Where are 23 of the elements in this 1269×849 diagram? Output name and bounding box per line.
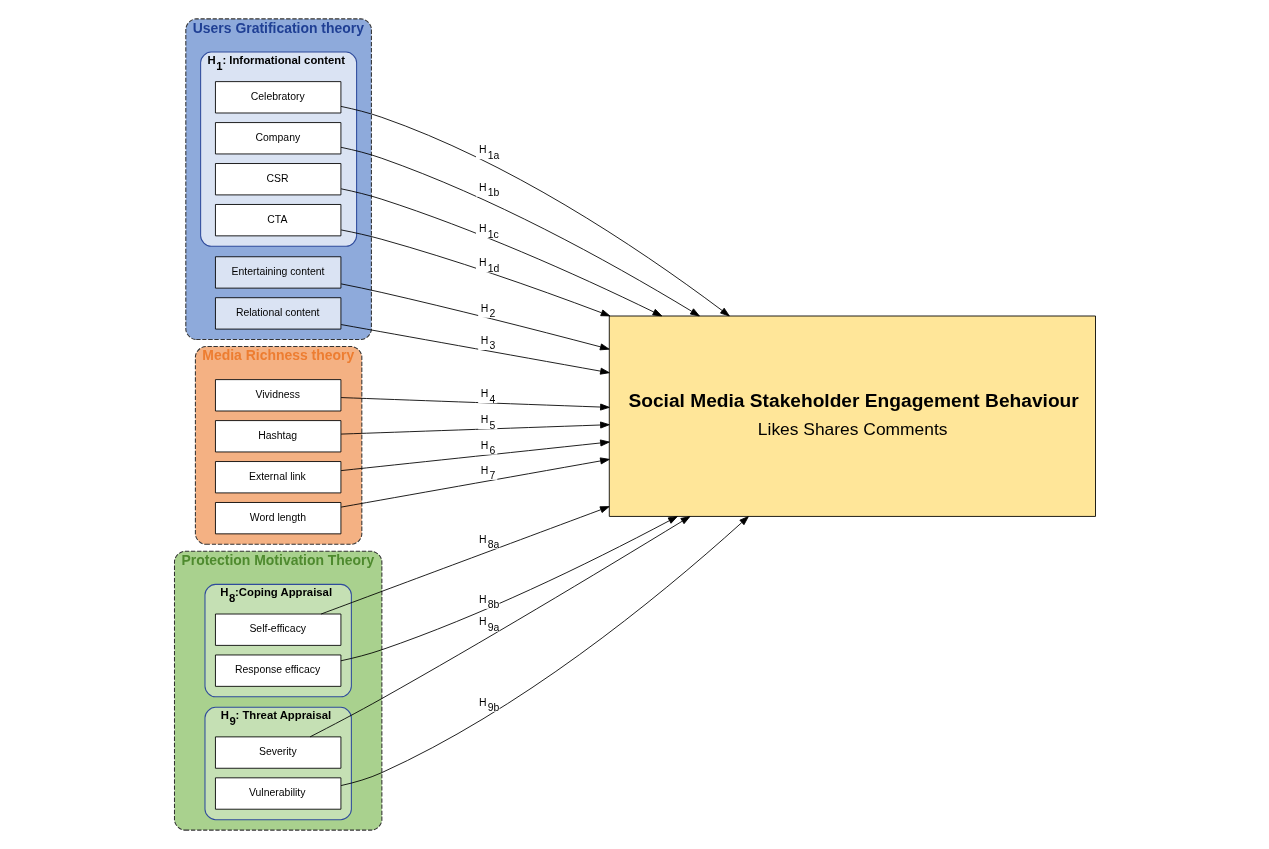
node-box: Company [214, 122, 341, 155]
node-box: Vividness [214, 379, 341, 412]
node-box: External link [214, 461, 341, 494]
node-box: Response efficacy [214, 654, 341, 687]
node-box: Social Media Stakeholder Engagement Behaviour Likes Shares Comments [608, 315, 1096, 517]
arrow [340, 397, 610, 411]
node-box: Severity [214, 736, 341, 769]
arrow [309, 516, 690, 738]
arrow [340, 421, 610, 435]
arrow [340, 516, 749, 786]
node-box: Word length [214, 502, 341, 535]
node-box: CSR [214, 163, 341, 196]
node-box: Hashtag [214, 420, 341, 453]
node-box: CTA [214, 204, 341, 237]
arrow [340, 516, 678, 662]
node-box: Relational content [214, 297, 341, 330]
arrow [340, 457, 610, 508]
arrow [340, 324, 610, 375]
node-box: Self-efficacy [214, 613, 341, 646]
node-box: Vulnerability [214, 777, 341, 810]
node-box: Celebratory [214, 81, 341, 114]
arrow [320, 506, 610, 615]
node-box: Entertaining content [214, 256, 341, 289]
